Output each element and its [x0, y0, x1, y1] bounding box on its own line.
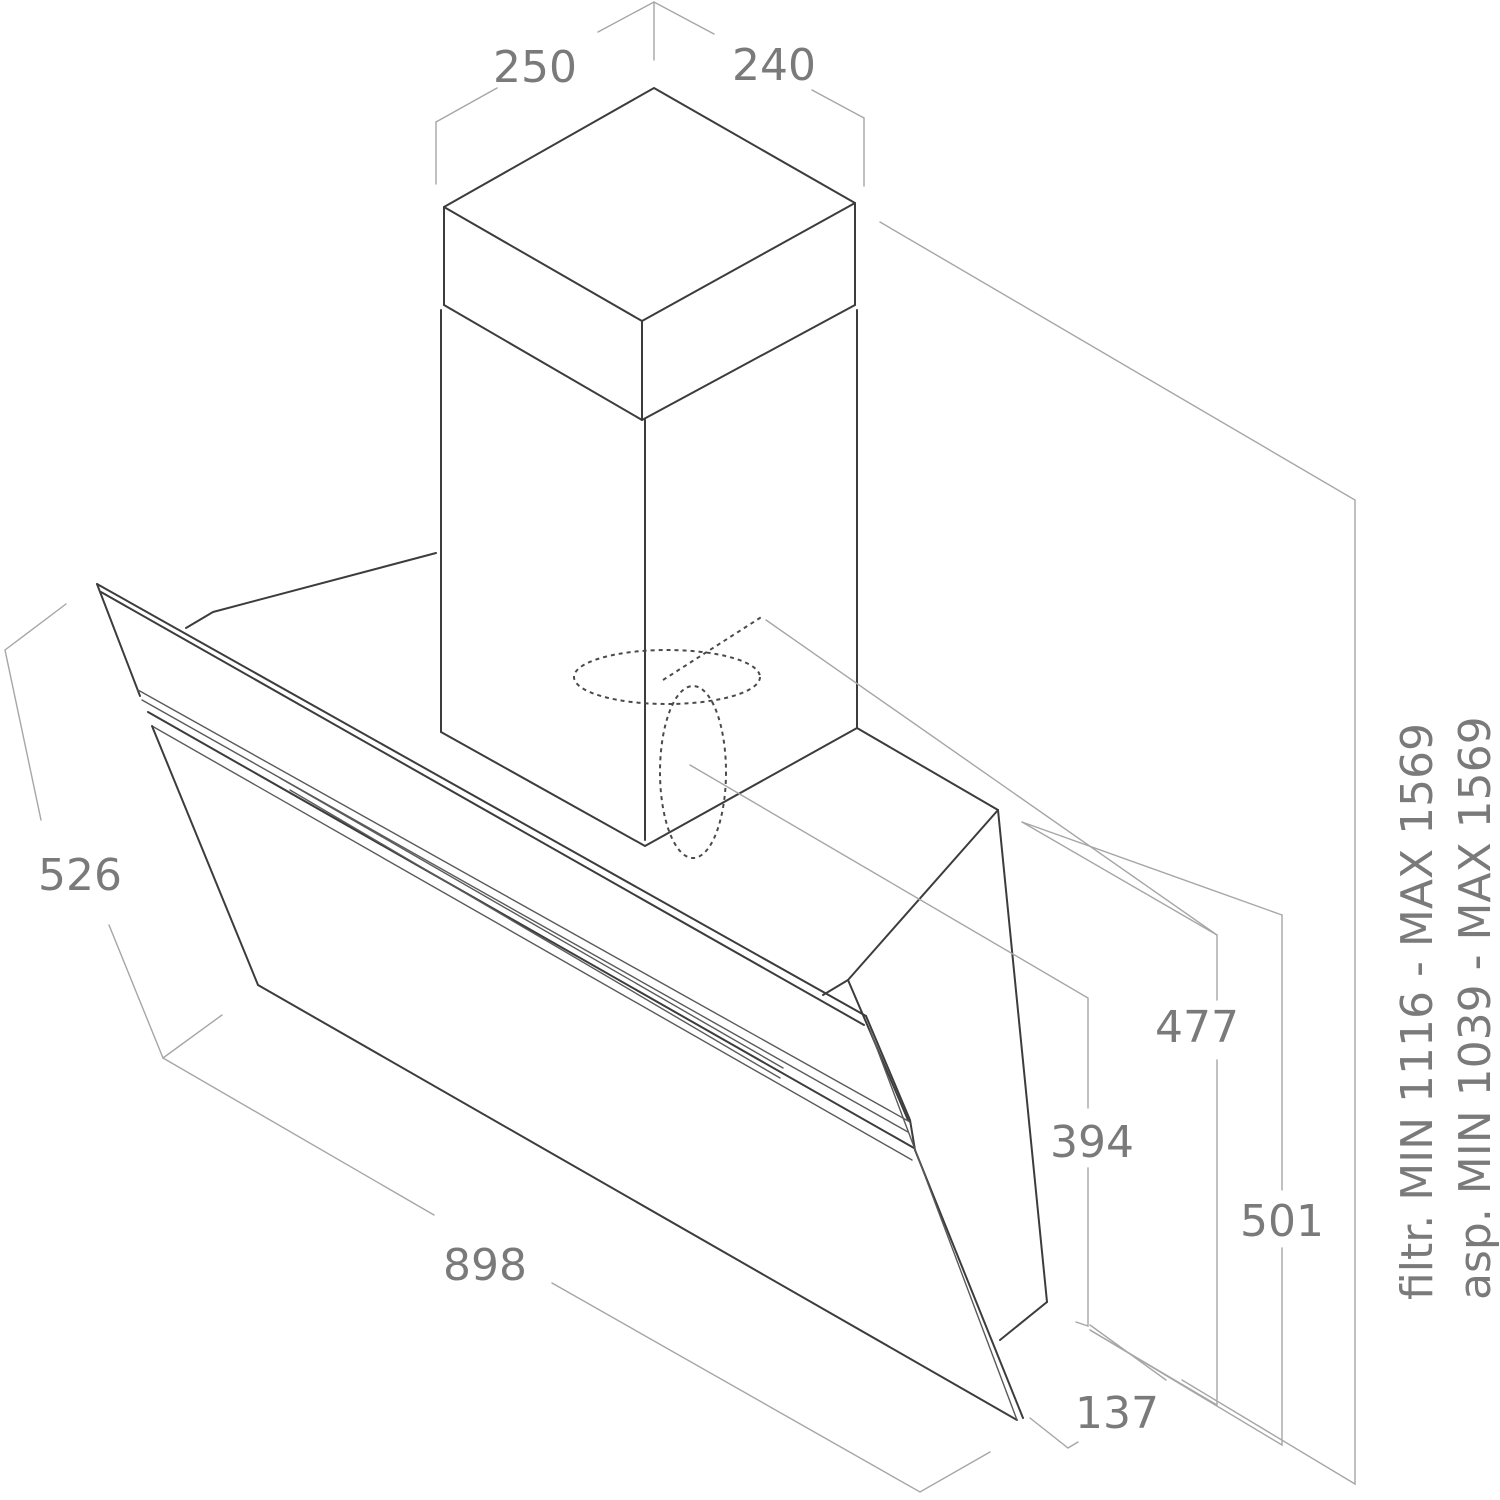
- label-chimney-depth: 250: [493, 42, 577, 93]
- duct-outlet-markers: [573, 615, 764, 859]
- label-chimney-width: 240: [732, 40, 816, 91]
- label-glass-height: 394: [1050, 1117, 1134, 1168]
- dimension-lines: [4, 1, 1356, 1493]
- hood-body: [185, 552, 1048, 1341]
- label-body-height: 477: [1155, 1002, 1239, 1053]
- label-ducted-mode-range: asp. MIN 1039 - MAX 1569: [1450, 716, 1500, 1300]
- label-hood-width: 898: [443, 1240, 527, 1291]
- label-top-height: 501: [1240, 1196, 1324, 1247]
- label-hood-depth: 526: [38, 850, 122, 901]
- glass-panel: [96, 583, 1024, 1421]
- label-bottom-depth: 137: [1075, 1388, 1159, 1439]
- label-filter-mode-range-rotated: filtr. MIN 1116 - MAX 1569: [1392, 723, 1443, 1300]
- chimney-duct: [440, 309, 858, 847]
- chimney-cap: [443, 87, 856, 421]
- dimension-labels: 250 240 526 898 394 477 501 137 filtr. M…: [38, 40, 1500, 1439]
